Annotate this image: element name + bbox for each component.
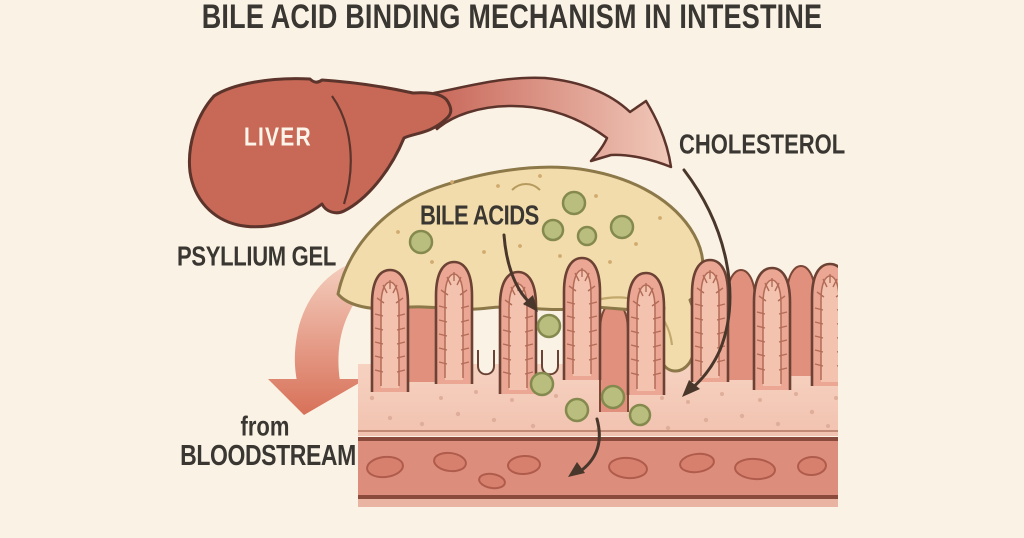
liver-shape [187,77,453,229]
cholesterol-return-arrowhead [682,380,700,397]
bile-acids-pointer-arrow [502,233,532,305]
blood-cell [433,451,467,473]
liver-crease-line [331,95,352,205]
blood-cell [797,455,827,477]
blood-cell [366,455,404,479]
villus [370,268,410,394]
from-label: from [240,410,290,442]
crypt [541,349,559,376]
bloodstream-label: BLOODSTREAM [180,438,356,471]
psyllium-gel-label: PSYLLIUM GEL [177,240,336,272]
bile-acid-dot [561,190,587,216]
tissue-speckles [369,388,838,433]
liver-label: LIVER [244,122,312,152]
blood-cell [507,454,541,476]
page-title: BILE ACID BINDING MECHANISM IN INTESTINE [201,0,823,36]
bile-acid-dot [600,384,626,410]
bile-acid-dot [609,214,635,240]
cholesterol-return-arrow [682,168,732,392]
gel-speckles [396,174,662,264]
bile-acid-dot [628,403,652,427]
bile-acid-dot [408,229,434,255]
bile-acid-dots [408,190,652,427]
bloodstream-entry-arrow [580,417,601,472]
villus [690,258,730,384]
blood-cell [478,472,506,490]
background-villus [726,269,756,381]
bile-acid-dot [536,313,562,339]
annotation-arrows [502,168,732,477]
bile-acid-dot [529,371,555,397]
bloodstream-entry-arrowhead [568,462,585,477]
vessel-bottom-border [358,495,838,499]
cholesterol-label: CHOLESTEROL [679,128,846,160]
vessel-outer-strip [358,499,838,507]
bile-acid-dot [564,397,590,423]
villus [752,266,792,392]
bile-acid-dot [576,225,598,247]
blood-cell [608,456,648,480]
gel-fold-line [511,183,541,191]
bile-acid-dot [541,218,565,242]
bile-acids-label: BILE ACIDS [420,199,539,231]
villus [434,260,474,386]
blood-cell [734,457,776,481]
cholesterol-flow-arrow [430,76,673,169]
crypt [477,349,495,376]
villus [626,271,666,397]
blood-cells [366,451,827,490]
bile-acids-pointer-arrowhead [523,295,538,312]
blood-cell [679,452,715,474]
villus [562,256,602,382]
